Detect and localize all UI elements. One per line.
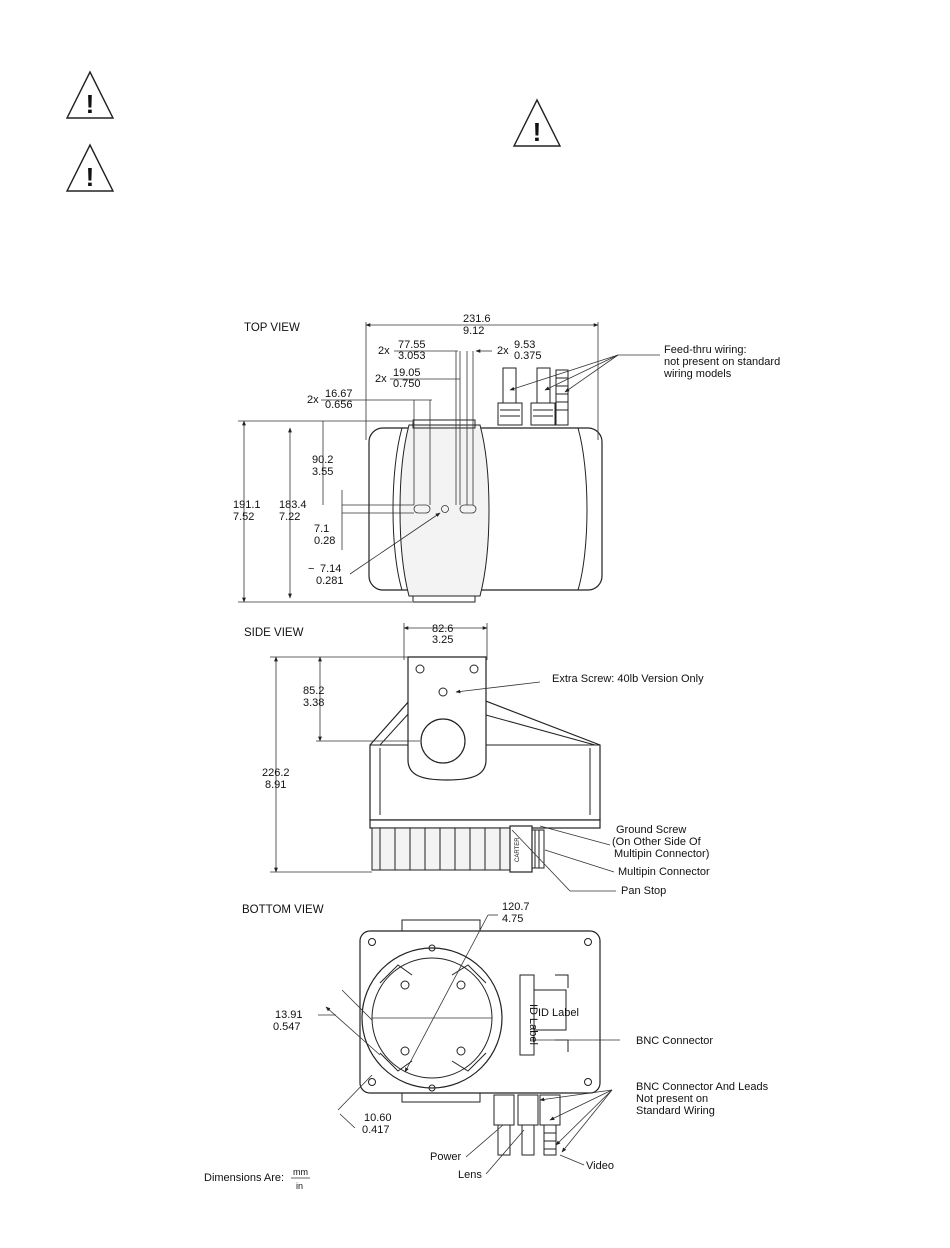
svg-text:7.14: 7.14: [320, 563, 341, 575]
svg-text:Video: Video: [586, 1160, 614, 1172]
svg-text:Ground Screw: Ground Screw: [616, 824, 686, 836]
svg-text:Standard Wiring: Standard Wiring: [636, 1105, 715, 1117]
top-view-title: TOP VIEW: [244, 322, 300, 334]
svg-text:Lens: Lens: [458, 1169, 482, 1181]
svg-text:Not present on: Not present on: [636, 1093, 708, 1105]
svg-text:3.55: 3.55: [312, 466, 333, 478]
svg-text:ID Label: ID Label: [538, 1007, 579, 1019]
svg-text:(On Other Side Of: (On Other Side Of: [612, 836, 702, 848]
svg-text:Multipin Connector): Multipin Connector): [614, 848, 709, 860]
svg-text:CARTER: CARTER: [515, 837, 521, 862]
svg-text:85.2: 85.2: [303, 685, 324, 697]
svg-text:3.053: 3.053: [398, 350, 426, 362]
svg-text:16.67: 16.67: [325, 388, 353, 400]
svg-text:191.1: 191.1: [233, 499, 261, 511]
svg-text:8.91: 8.91: [265, 779, 286, 791]
svg-text:2x: 2x: [378, 345, 390, 357]
svg-text:BNC Connector And Leads: BNC Connector And Leads: [636, 1081, 769, 1093]
svg-text:Pan Stop: Pan Stop: [621, 885, 666, 897]
svg-text:231.6: 231.6: [463, 313, 491, 325]
svg-text:183.4: 183.4: [279, 499, 307, 511]
svg-text:not present on standard: not present on standard: [664, 356, 780, 368]
svg-text:7.22: 7.22: [279, 511, 300, 523]
svg-text:2x: 2x: [497, 345, 509, 357]
bottom-view: BOTTOM VIEW ID Label ID Label: [242, 901, 769, 1181]
svg-text:77.55: 77.55: [398, 339, 426, 351]
svg-text:BNC Connector: BNC Connector: [636, 1035, 713, 1047]
svg-text:9.12: 9.12: [463, 325, 484, 337]
warning-icon: !: [65, 143, 115, 192]
svg-text:10.60: 10.60: [364, 1112, 392, 1124]
svg-text:0.375: 0.375: [514, 350, 542, 362]
warning-icon: !: [512, 98, 562, 147]
svg-text:0.547: 0.547: [273, 1021, 301, 1033]
svg-text:Dimensions Are:: Dimensions Are:: [204, 1172, 284, 1184]
svg-text:0.28: 0.28: [314, 535, 335, 547]
svg-text:13.91: 13.91: [275, 1009, 303, 1021]
svg-text:in: in: [296, 1181, 303, 1191]
svg-text:Extra Screw: 40lb Version Only: Extra Screw: 40lb Version Only: [552, 673, 704, 685]
top-view: TOP VIEW 231.6 9.12 2x 77: [233, 313, 780, 603]
svg-text:ID Label: ID Label: [527, 1004, 539, 1045]
svg-text:2x: 2x: [307, 394, 319, 406]
side-view: SIDE VIEW CARTER 82.6 3.25 85.2 3.38 22: [244, 623, 710, 897]
svg-text:0.656: 0.656: [325, 399, 353, 411]
side-view-title: SIDE VIEW: [244, 627, 304, 639]
svg-text:226.2: 226.2: [262, 767, 290, 779]
svg-text:120.7: 120.7: [502, 901, 530, 913]
svg-text:2x: 2x: [375, 373, 387, 385]
svg-text:7.1: 7.1: [314, 523, 329, 535]
svg-text:Feed-thru wiring:: Feed-thru wiring:: [664, 344, 747, 356]
svg-text:Power: Power: [430, 1151, 462, 1163]
svg-text:9.53: 9.53: [514, 339, 535, 351]
svg-text:!: !: [86, 89, 95, 119]
svg-text:4.75: 4.75: [502, 913, 523, 925]
svg-text:mm: mm: [293, 1167, 308, 1177]
units-legend: Dimensions Are: mm in: [204, 1167, 310, 1191]
warning-icon: !: [65, 70, 115, 119]
svg-text:82.6: 82.6: [432, 623, 453, 635]
svg-text:90.2: 90.2: [312, 454, 333, 466]
svg-text:3.38: 3.38: [303, 697, 324, 709]
svg-text:!: !: [86, 162, 95, 192]
svg-text:19.05: 19.05: [393, 367, 421, 379]
svg-text:wiring models: wiring models: [663, 368, 732, 380]
svg-text:Multipin Connector: Multipin Connector: [618, 866, 710, 878]
svg-text:−: −: [308, 563, 314, 575]
svg-text:3.25: 3.25: [432, 634, 453, 646]
bottom-view-title: BOTTOM VIEW: [242, 904, 324, 916]
svg-text:7.52: 7.52: [233, 511, 254, 523]
svg-text:0.750: 0.750: [393, 378, 421, 390]
svg-text:0.281: 0.281: [316, 575, 344, 587]
svg-text:0.417: 0.417: [362, 1124, 390, 1136]
svg-text:!: !: [533, 117, 542, 147]
